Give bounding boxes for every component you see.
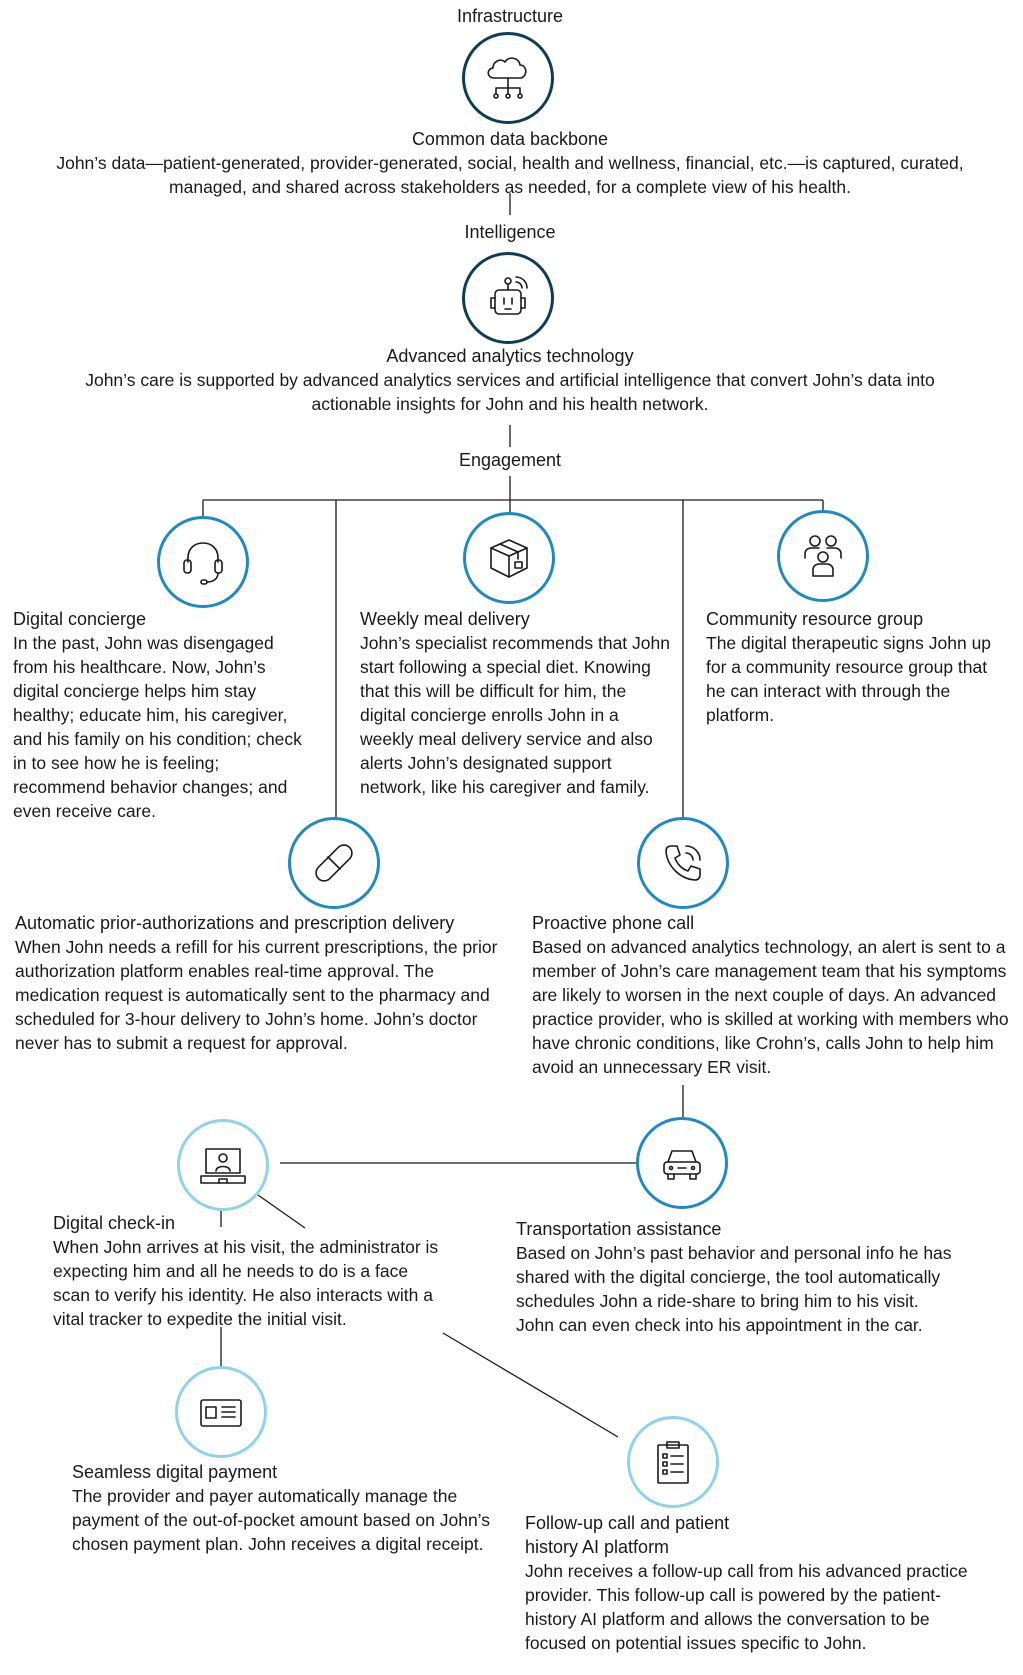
follow-up-description: John receives a follow-up call from his … (525, 1561, 968, 1653)
section-heading-infrastructure: Infrastructure (456, 6, 564, 26)
community-group-title: Community resource group (706, 609, 924, 629)
intelligence-title: Advanced analytics technology (386, 346, 634, 366)
pill-icon (315, 844, 353, 882)
robot-icon (490, 276, 528, 315)
check-in-description: When John arrives at his visit, the admi… (53, 1237, 439, 1329)
payment-title: Seamless digital payment (72, 1462, 278, 1482)
headset-icon (183, 542, 223, 585)
community-group-circle (777, 510, 869, 602)
package-icon (490, 539, 528, 578)
section-heading-intelligence: Intelligence (464, 222, 556, 242)
phone-call-circle (637, 817, 729, 909)
infrastructure-title: Common data backbone (411, 129, 609, 149)
clipboard-list-icon (657, 1441, 689, 1484)
prescription-description: When John needs a refill for his current… (15, 937, 498, 1053)
digital-concierge-circle (157, 516, 249, 608)
digital-concierge-title: Digital concierge (13, 609, 147, 629)
follow-up-circle (627, 1416, 719, 1508)
digital-concierge-description: In the past, John was disengaged from hi… (13, 633, 302, 821)
people-group-icon (804, 535, 842, 577)
infrastructure-circle (462, 32, 554, 124)
meal-delivery-circle (463, 512, 555, 604)
phone-call-icon (665, 845, 701, 881)
prescription-title: Automatic prior-authorizations and presc… (15, 913, 455, 933)
meal-delivery-description: John’s specialist recommends that John s… (360, 633, 670, 797)
transportation-description: Based on John’s past behavior and person… (516, 1243, 952, 1335)
prescription-circle (288, 817, 380, 909)
section-heading-engagement: Engagement (458, 450, 562, 470)
transportation-title: Transportation assistance (516, 1219, 722, 1239)
payment-circle (175, 1366, 267, 1458)
cloud-network-icon (487, 57, 527, 99)
phone-call-title: Proactive phone call (532, 913, 695, 933)
check-in-title: Digital check-in (53, 1213, 176, 1233)
meal-delivery-title: Weekly meal delivery (360, 609, 530, 629)
phone-call-description: Based on advanced analytics technology, … (532, 937, 1009, 1077)
payment-description: The provider and payer automatically man… (72, 1486, 491, 1554)
community-group-description: The digital therapeutic signs John up fo… (706, 633, 992, 725)
follow-up-title: Follow-up call and patient history AI pl… (525, 1513, 730, 1557)
check-in-circle (177, 1119, 269, 1211)
payment-card-icon (200, 1399, 242, 1427)
intelligence-description: John’s care is supported by advanced ana… (85, 370, 935, 414)
transportation-circle (636, 1117, 728, 1209)
infrastructure-description: John’s data—patient-generated, provider-… (56, 153, 964, 197)
laptop-user-icon (200, 1148, 246, 1184)
intelligence-circle (462, 252, 554, 344)
car-icon (663, 1150, 701, 1180)
